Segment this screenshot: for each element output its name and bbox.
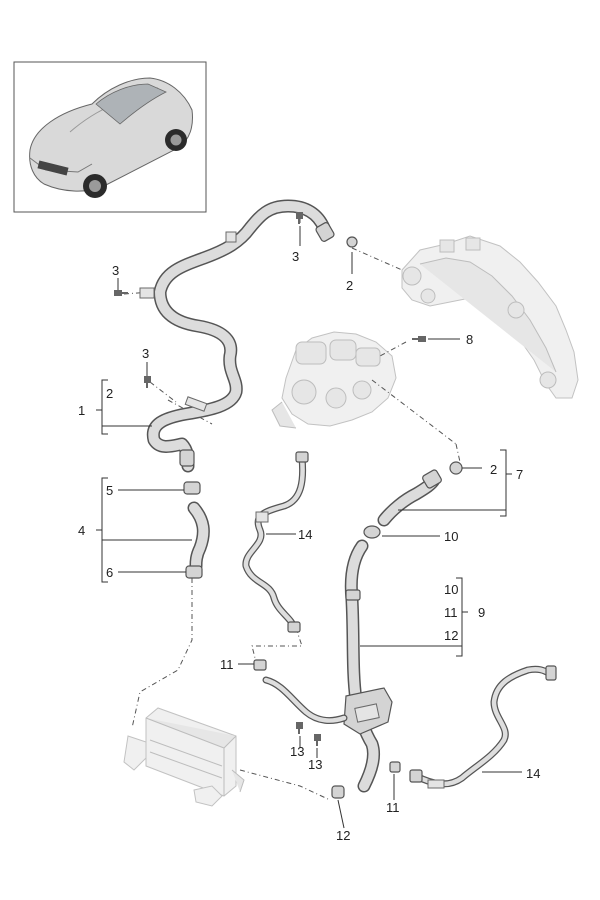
label-1: 1 (78, 403, 85, 418)
screw-icon (144, 376, 151, 388)
label-13: 13 (308, 757, 322, 772)
label-7: 7 (516, 467, 523, 482)
hose-assembly-4 (183, 481, 210, 579)
assembly-lines (123, 218, 461, 801)
screw-icon (412, 336, 426, 342)
screw-icon (314, 734, 321, 746)
label-14: 14 (526, 766, 540, 781)
hose-assembly-9 (262, 539, 393, 793)
label-2: 2 (490, 462, 497, 477)
engine-ghost (271, 331, 397, 429)
label-12: 12 (336, 828, 350, 843)
car-icon (29, 77, 193, 198)
label-14: 14 (298, 527, 312, 542)
oil-cooler-ghost (123, 707, 245, 807)
coolant-line-14-left (242, 451, 309, 633)
screw-icon (114, 290, 128, 296)
clamp-icon (331, 785, 345, 799)
label-2: 2 (346, 278, 353, 293)
screw-icon (296, 722, 303, 734)
label-3: 3 (142, 346, 149, 361)
label-5: 5 (106, 483, 113, 498)
label-12: 12 (444, 628, 458, 643)
label-8: 8 (466, 332, 473, 347)
hose-assembly-7 (363, 461, 463, 539)
fasteners (114, 212, 426, 799)
leader-lines (96, 226, 522, 829)
label-4: 4 (78, 523, 85, 538)
manifold-ghost (401, 235, 579, 399)
label-3: 3 (112, 263, 119, 278)
label-3: 3 (292, 249, 299, 264)
label-2: 2 (106, 386, 113, 401)
label-10: 10 (444, 582, 458, 597)
label-11: 11 (444, 605, 458, 620)
coolant-pipe-upper (139, 199, 335, 473)
clamp-icon (389, 761, 401, 773)
screw-icon (296, 212, 303, 224)
label-9: 9 (478, 605, 485, 620)
label-13: 13 (290, 744, 304, 759)
clamp-icon (253, 659, 267, 671)
coolant-line-14-right (409, 665, 557, 789)
seal-ring-icon (346, 236, 358, 248)
label-11: 11 (220, 657, 234, 672)
callout-labels: 1 2 2 2 3 3 3 4 5 6 7 8 9 10 10 11 11 11… (78, 249, 540, 843)
label-11: 11 (386, 800, 400, 815)
vehicle-thumbnail (13, 61, 207, 213)
label-6: 6 (106, 565, 113, 580)
label-10: 10 (444, 529, 458, 544)
